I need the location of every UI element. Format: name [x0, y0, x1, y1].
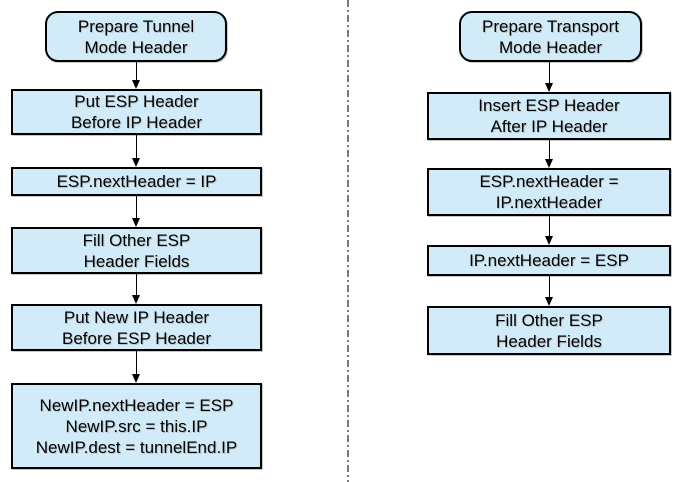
node-text-line: IP.nextHeader = ESP [469, 251, 629, 270]
arrow-connector [545, 216, 554, 245]
node-prepare-tunnel-mode-header: Prepare Tunnel Mode Header [45, 11, 227, 62]
node-text-line: ESP.nextHeader = [479, 172, 619, 191]
arrow-head-icon [545, 83, 553, 92]
node-text-line: Header Fields [496, 331, 602, 351]
arrow-stem [549, 140, 550, 161]
node-put-new-ip-header-before-esp-header: Put New IP Header Before ESP Header [11, 304, 262, 351]
arrow-head-icon [132, 218, 140, 227]
arrow-connector [132, 62, 141, 89]
node-ip-nextheader-equals-esp: IP.nextHeader = ESP [427, 245, 671, 276]
node-newip-field-assignments: NewIP.nextHeader = ESP NewIP.src = this.… [11, 383, 262, 469]
node-text-line: After IP Header [490, 117, 608, 136]
arrow-head-icon [545, 297, 553, 306]
arrow-stem [136, 135, 137, 160]
node-text-line: Fill Other ESP [495, 310, 603, 330]
node-text-line: Mode Header [84, 37, 188, 57]
arrow-stem [136, 196, 137, 220]
node-put-esp-header-before-ip-header: Put ESP Header Before IP Header [11, 89, 262, 135]
node-text-line: Mode Header [498, 37, 602, 57]
arrow-connector [545, 140, 554, 168]
node-text-line: Put New IP Header [63, 307, 210, 327]
node-text-line: IP.nextHeader [495, 193, 603, 212]
arrow-connector [132, 274, 141, 304]
node-esp-nextheader-equals-ip: ESP.nextHeader = IP [11, 167, 262, 196]
arrow-head-icon [545, 159, 553, 168]
node-text-line: ESP.nextHeader = IP [56, 172, 217, 191]
node-text-line: NewIP.dest = tunnelEnd.IP [35, 437, 238, 457]
node-text-line: Prepare Tunnel [77, 16, 195, 36]
node-fill-other-esp-header-fields: Fill Other ESP Header Fields [11, 227, 262, 274]
arrow-stem [136, 62, 137, 82]
arrow-stem [136, 274, 137, 297]
arrow-head-icon [132, 80, 140, 89]
node-text-line: Fill Other ESP [82, 230, 191, 250]
node-text-line: Before IP Header [70, 113, 203, 132]
arrow-connector [132, 196, 141, 227]
node-insert-esp-header-after-ip-header: Insert ESP Header After IP Header [427, 92, 671, 140]
arrow-stem [549, 216, 550, 238]
arrow-head-icon [545, 236, 553, 245]
arrow-head-icon [132, 374, 140, 383]
node-text-line: NewIP.src = this.IP [65, 416, 208, 436]
arrow-stem [549, 276, 550, 299]
node-text-line: Before ESP Header [62, 328, 211, 348]
arrow-connector [132, 135, 141, 167]
node-text-line: Put ESP Header [74, 92, 199, 111]
node-text-line: NewIP.nextHeader = ESP [39, 395, 234, 415]
node-fill-other-esp-header-fields-transport: Fill Other ESP Header Fields [427, 306, 671, 355]
node-prepare-transport-mode-header: Prepare Transport Mode Header [459, 11, 642, 62]
arrow-stem [549, 62, 550, 85]
node-text-line: Insert ESP Header [478, 96, 620, 115]
arrow-connector [545, 276, 554, 306]
arrow-connector [132, 351, 141, 383]
arrow-stem [136, 351, 137, 376]
node-text-line: Prepare Transport [481, 16, 619, 36]
divider-dashdot-line [347, 0, 349, 482]
arrow-connector [545, 62, 554, 92]
node-esp-nextheader-equals-ip-nextheader: ESP.nextHeader = IP.nextHeader [427, 168, 671, 216]
node-text-line: Header Fields [83, 251, 190, 271]
arrow-head-icon [132, 295, 140, 304]
arrow-head-icon [132, 158, 140, 167]
